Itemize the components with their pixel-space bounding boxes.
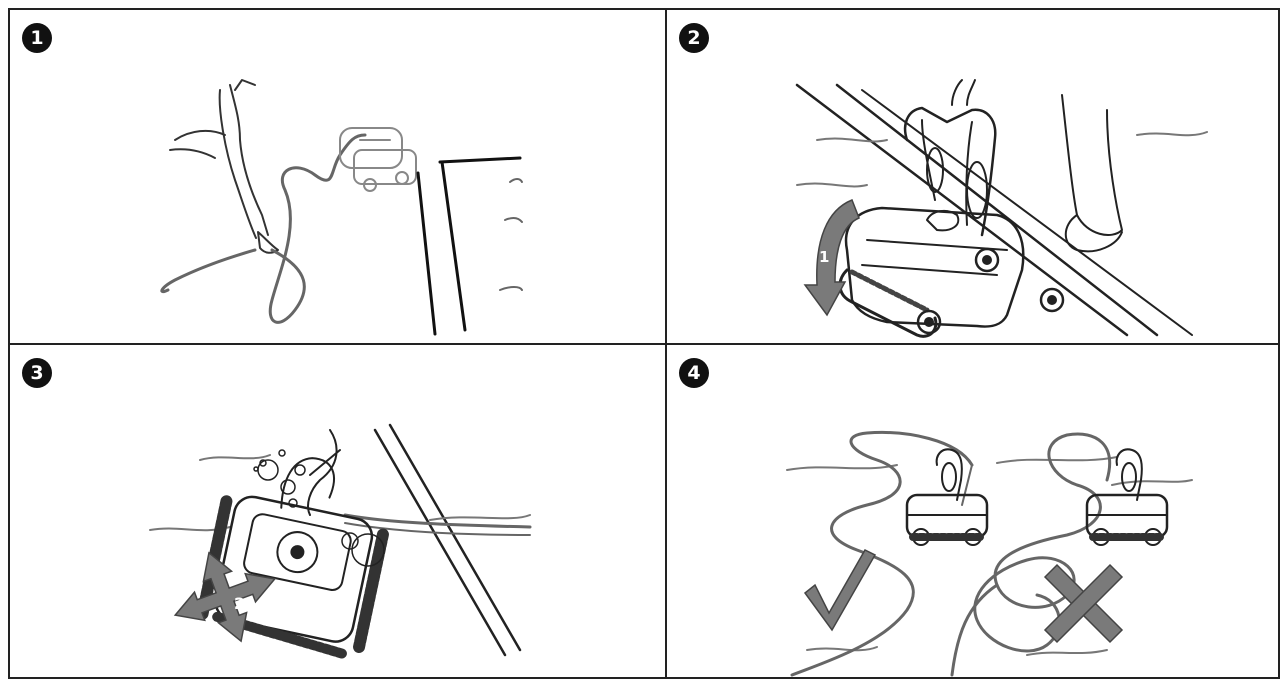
pool-robot-drawing bbox=[838, 206, 1065, 338]
pool-edge bbox=[795, 83, 1129, 337]
pool-robot-drawing bbox=[905, 448, 989, 546]
pool-edge bbox=[373, 428, 507, 657]
step-number-badge: 2 bbox=[679, 23, 709, 53]
arrow-label: 2 bbox=[234, 594, 245, 613]
bubbles bbox=[253, 449, 385, 567]
step-panel-2: 2 bbox=[665, 8, 1280, 345]
robot-lowering-illustration: 1 bbox=[795, 79, 1208, 338]
person-leg-outline bbox=[1061, 94, 1123, 236]
hose-line bbox=[343, 513, 532, 529]
hose-tangled bbox=[973, 432, 1112, 653]
step-number-badge: 1 bbox=[22, 23, 52, 53]
pool-robot-drawing bbox=[1085, 448, 1169, 546]
cross-mark-icon bbox=[1043, 563, 1124, 644]
hand-outline bbox=[307, 429, 338, 516]
step-panel-3: 3 bbox=[8, 343, 667, 679]
rotation-arrow: 1 bbox=[803, 199, 860, 317]
hose-unrolling-illustration bbox=[160, 79, 523, 336]
step-number-badge: 4 bbox=[679, 358, 709, 388]
person-arm-outline bbox=[229, 84, 269, 236]
pool-edge bbox=[416, 171, 437, 336]
arrow-label: 1 bbox=[819, 248, 829, 266]
step-panel-1: 1 bbox=[8, 8, 667, 345]
hose-placement-comparison bbox=[786, 431, 1193, 677]
step-panel-4: 4 bbox=[665, 343, 1280, 679]
hose-correct bbox=[790, 431, 974, 677]
hose-line bbox=[268, 133, 367, 324]
robot-shaking-illustration: 2 bbox=[149, 423, 532, 659]
robot-handle bbox=[903, 106, 997, 237]
shake-direction-arrows bbox=[173, 551, 277, 643]
step-number-badge: 3 bbox=[22, 358, 52, 388]
check-mark-icon bbox=[803, 549, 877, 632]
pool-robot-drawing bbox=[339, 127, 417, 192]
